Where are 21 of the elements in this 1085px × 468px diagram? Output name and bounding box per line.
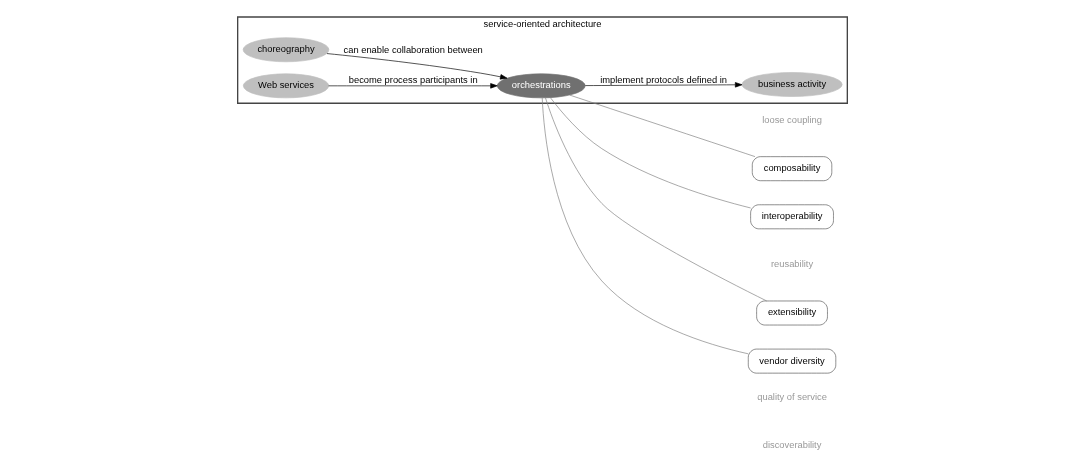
node-box: interoperability [750, 203, 834, 229]
node-box: composability [751, 155, 833, 181]
edge-label: become process participants in [348, 74, 478, 85]
node-ellipse: Web services [243, 72, 330, 98]
label: reusability [771, 258, 814, 269]
edge-label: can enable collaboration between [343, 44, 483, 55]
node-box: vendor diversity [747, 348, 837, 373]
label: quality of service [757, 391, 827, 402]
connector [550, 96, 751, 208]
arrow [326, 52, 508, 79]
connector [545, 97, 767, 301]
arrow [328, 82, 498, 88]
arrow [585, 81, 743, 87]
node-ellipse: business activity [741, 71, 843, 97]
label: discoverability [762, 439, 822, 450]
edge-label: implement protocols defined in [600, 74, 727, 85]
label: loose coupling [762, 114, 822, 125]
connector [569, 94, 756, 157]
node-ellipse: choreography [242, 36, 330, 62]
connector [541, 97, 749, 354]
node-box: extensibility [756, 300, 828, 325]
